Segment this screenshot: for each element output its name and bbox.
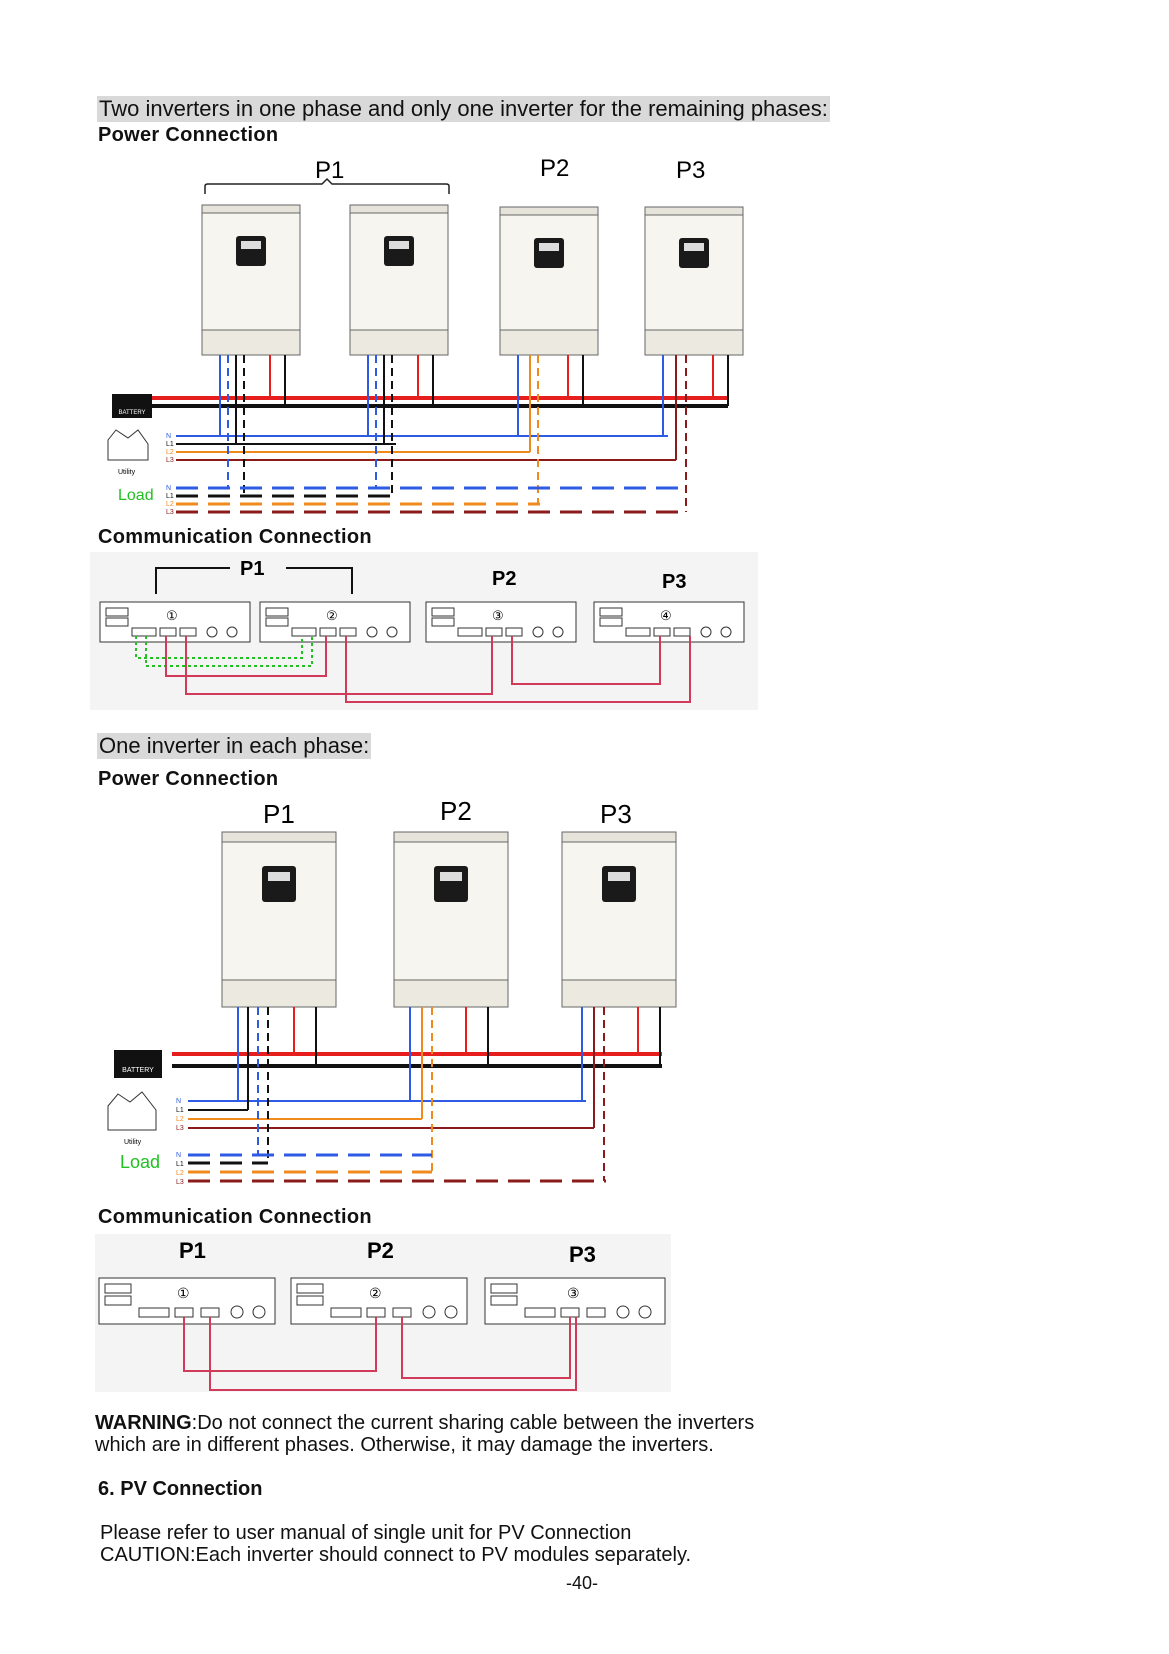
svg-text:L2: L2 — [176, 1116, 184, 1123]
section1-comm-diagram: P1 P2 P3 ① ② ③ ④ — [90, 552, 758, 710]
s2-battery-label: BATTERY — [122, 1067, 154, 1074]
s2-load-label: Load — [120, 1152, 160, 1172]
svg-text:②: ② — [369, 1285, 382, 1301]
svg-text:①: ① — [166, 608, 178, 623]
s1-comm-p3: P3 — [662, 571, 686, 593]
svg-text:L1: L1 — [176, 1107, 184, 1114]
section2-comm-diagram: P1 P2 P3 ① ② ③ — [95, 1234, 671, 1392]
svg-text:L1: L1 — [166, 441, 174, 448]
s2-comm-unit-1: ① — [98, 1277, 276, 1325]
s2-comm-p1: P1 — [179, 1238, 206, 1263]
s1-inverter-4 — [644, 206, 744, 356]
s1-comm-unit-1: ① — [99, 601, 251, 643]
pv-text-block: Please refer to user manual of single un… — [100, 1522, 691, 1566]
s2-utility-label: Utility — [124, 1139, 142, 1146]
s1-utility-label: Utility — [118, 469, 136, 476]
section2-power-diagram: P1 P2 P3 BATTERY Utility — [107, 796, 677, 1186]
svg-text:L2: L2 — [166, 501, 174, 508]
s1-inverter-2 — [349, 204, 449, 356]
s1-inverter-3 — [499, 206, 599, 356]
svg-text:L1: L1 — [176, 1161, 184, 1168]
section1-comm-heading: Communication Connection — [98, 526, 372, 548]
svg-text:L3: L3 — [166, 509, 174, 516]
s1-inverter-1 — [201, 204, 301, 356]
svg-text:L1: L1 — [166, 493, 174, 500]
page-number: -40- — [566, 1573, 599, 1593]
s2-p3-label: P3 — [600, 799, 632, 829]
svg-text:N: N — [166, 485, 171, 492]
svg-text:L3: L3 — [176, 1179, 184, 1186]
s2-comm-p2: P2 — [367, 1238, 394, 1263]
s1-battery-label: BATTERY — [118, 410, 145, 416]
svg-text:③: ③ — [492, 608, 504, 623]
s1-p1-label: P1 — [315, 157, 344, 184]
s1-p3-label: P3 — [676, 157, 705, 184]
svg-text:L2: L2 — [176, 1170, 184, 1177]
s1-load-line-labels: N L1 L2 L3 — [166, 485, 174, 516]
s2-inverter-3 — [561, 831, 677, 1008]
svg-text:N: N — [166, 433, 171, 440]
s1-comm-unit-4: ④ — [593, 601, 745, 643]
s2-p1-label: P1 — [263, 799, 295, 829]
s2-comm-p3: P3 — [569, 1242, 596, 1267]
s2-battery-icon: BATTERY — [114, 1050, 162, 1078]
section1-title: Two inverters in one phase and only one … — [97, 96, 830, 122]
s2-utility-icon: Utility — [107, 1091, 157, 1146]
s1-p1-bracket — [204, 177, 450, 194]
section2-title: One inverter in each phase: — [97, 733, 372, 759]
section2-comm-heading: Communication Connection — [98, 1206, 372, 1228]
warning-block: WARNING:Do not connect the current shari… — [95, 1412, 915, 1456]
svg-text:N: N — [176, 1098, 181, 1105]
s1-comm-unit-3: ③ — [425, 601, 577, 643]
s1-load-label: Load — [118, 487, 154, 504]
section1-power-diagram: P1 P2 P3 BATTERY — [107, 155, 744, 516]
warning-text: :Do not connect the current sharing cabl… — [191, 1412, 755, 1434]
s2-load-line-labels: N L1 L2 L3 — [176, 1152, 184, 1186]
s2-p2-label: P2 — [440, 796, 472, 826]
s2-inverter-1 — [221, 831, 337, 1008]
svg-text:L2: L2 — [166, 449, 174, 456]
section1-power-heading: Power Connection — [98, 124, 279, 146]
s2-utility-line-labels: N L1 L2 L3 — [176, 1098, 184, 1132]
pv-line-1: Please refer to user manual of single un… — [100, 1522, 632, 1544]
svg-text:N: N — [176, 1152, 181, 1159]
section2-power-heading: Power Connection — [98, 768, 279, 790]
svg-text:②: ② — [326, 608, 338, 623]
warning-text-2: which are in different phases. Otherwise… — [95, 1434, 714, 1456]
s1-utility-icon: Utility — [107, 429, 149, 476]
svg-text:③: ③ — [567, 1285, 580, 1301]
svg-text:L3: L3 — [166, 457, 174, 464]
svg-text:①: ① — [177, 1285, 190, 1301]
s2-comm-unit-2: ② — [290, 1277, 468, 1325]
s1-p2-label: P2 — [540, 155, 569, 182]
svg-text:L3: L3 — [176, 1125, 184, 1132]
warning-label: WARNING — [95, 1412, 192, 1434]
s2-comm-unit-3: ③ — [484, 1277, 666, 1325]
pv-heading: 6. PV Connection — [98, 1478, 263, 1500]
s1-comm-p1: P1 — [240, 558, 264, 580]
pv-line-2: CAUTION:Each inverter should connect to … — [100, 1544, 692, 1566]
s1-comm-unit-2: ② — [259, 601, 411, 643]
s1-utility-line-labels: N L1 L2 L3 — [166, 433, 174, 464]
svg-text:④: ④ — [660, 608, 672, 623]
s1-battery-icon: BATTERY — [112, 394, 152, 418]
s2-inverter-2 — [393, 831, 509, 1008]
s1-comm-p2: P2 — [492, 568, 516, 590]
